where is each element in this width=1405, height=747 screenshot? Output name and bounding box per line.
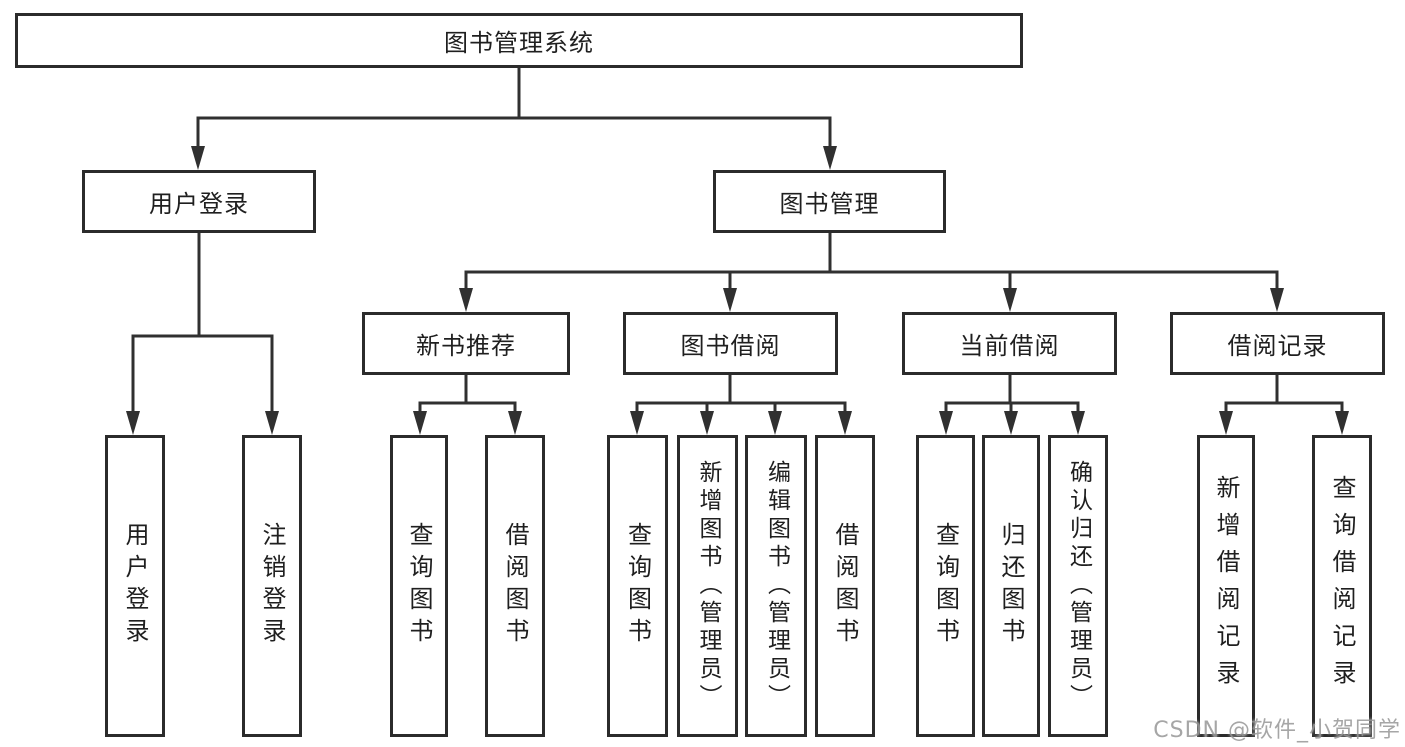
leaf-query-books-recommend: 查询图书 — [390, 435, 448, 737]
leaf-query-borrow-record: 查询借阅记录 — [1312, 435, 1372, 737]
node-library-management-system: 图书管理系统 — [15, 13, 1023, 68]
leaf-borrow-books-recommend: 借阅图书 — [485, 435, 545, 737]
node-label: 新增借阅记录 — [1212, 475, 1240, 697]
node-label: 编辑图书（管理员） — [763, 460, 790, 712]
node-label: 查询图书 — [931, 522, 960, 650]
leaf-user-login: 用户登录 — [105, 435, 165, 737]
node-label: 查询借阅记录 — [1328, 475, 1356, 697]
leaf-borrow-books: 借阅图书 — [815, 435, 875, 737]
leaf-confirm-return-admin: 确认归还（管理员） — [1048, 435, 1108, 737]
csdn-watermark: CSDN @软件_小贺同学 — [1153, 718, 1401, 743]
leaf-add-books-admin: 新增图书（管理员） — [677, 435, 738, 737]
node-label: 图书管理 — [779, 190, 880, 218]
node-label: 查询图书 — [623, 522, 652, 650]
node-label: 用户登录 — [121, 522, 149, 650]
node-label: 图书借阅 — [680, 332, 781, 360]
node-book-borrowing: 图书借阅 — [623, 312, 838, 375]
node-user-login: 用户登录 — [82, 170, 316, 233]
node-label: 查询图书 — [405, 522, 433, 650]
node-label: 用户登录 — [149, 190, 249, 218]
node-current-borrowing: 当前借阅 — [902, 312, 1117, 375]
node-label: 注销登录 — [258, 522, 286, 650]
leaf-query-books-borrowing: 查询图书 — [607, 435, 668, 737]
leaf-edit-books-admin: 编辑图书（管理员） — [745, 435, 807, 737]
leaf-query-books-current: 查询图书 — [916, 435, 975, 737]
leaf-return-books: 归还图书 — [982, 435, 1040, 737]
node-label: 确认归还（管理员） — [1065, 460, 1092, 712]
leaf-add-borrow-record: 新增借阅记录 — [1197, 435, 1255, 737]
node-label: 归还图书 — [997, 522, 1025, 650]
node-label: 当前借阅 — [959, 332, 1060, 360]
node-label: 新书推荐 — [416, 332, 516, 360]
leaf-logout-login: 注销登录 — [242, 435, 302, 737]
node-new-book-recommendation: 新书推荐 — [362, 312, 570, 375]
node-label: 新增图书（管理员） — [695, 460, 721, 712]
node-label: 借阅图书 — [501, 522, 529, 650]
node-label: 借阅记录 — [1227, 332, 1328, 360]
node-borrowing-records: 借阅记录 — [1170, 312, 1385, 375]
node-book-management: 图书管理 — [713, 170, 946, 233]
node-label: 借阅图书 — [831, 522, 859, 650]
node-label: 图书管理系统 — [444, 29, 594, 57]
